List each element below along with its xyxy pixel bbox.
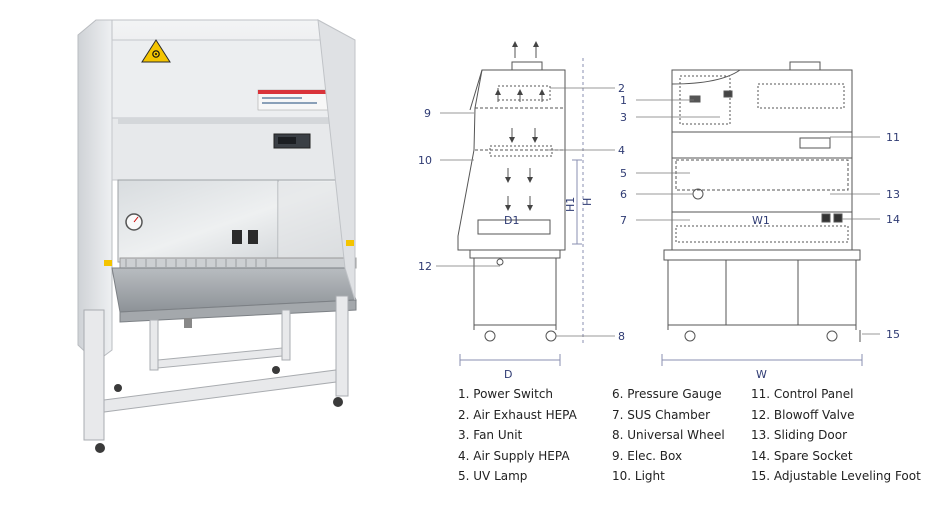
legend-column-1: 1. Power Switch 2. Air Exhaust HEPA 3. F… bbox=[458, 384, 577, 487]
callout-12: 12 bbox=[418, 260, 432, 273]
legend-column-3: 11. Control Panel 12. Blowoff Valve 13. … bbox=[751, 384, 921, 487]
legend-item: 8. Universal Wheel bbox=[612, 428, 725, 443]
callout-6: 6 bbox=[620, 188, 627, 201]
callout-14: 14 bbox=[886, 213, 900, 226]
callout-labels: 9 10 12 2 1 3 4 5 6 7 8 11 13 14 15 bbox=[418, 82, 900, 343]
cabinet-illustration bbox=[77, 19, 357, 453]
callout-4: 4 bbox=[618, 144, 625, 157]
legend-item: 11. Control Panel bbox=[751, 387, 854, 401]
callout-11: 11 bbox=[886, 131, 900, 144]
dim-w: W bbox=[756, 368, 767, 381]
callout-2: 2 bbox=[618, 82, 625, 95]
callout-3: 3 bbox=[620, 111, 627, 124]
control-panel-display bbox=[273, 133, 311, 149]
legend-item: 10. Light bbox=[612, 469, 665, 484]
legend-item: 5. UV Lamp bbox=[458, 469, 528, 484]
biohazard-icon bbox=[141, 39, 171, 63]
dim-d1: D1 bbox=[504, 214, 519, 227]
legend-item: 14. Spare Socket bbox=[751, 448, 853, 463]
dim-w1: W1 bbox=[752, 214, 770, 227]
legend-item: 9. Elec. Box bbox=[612, 448, 683, 463]
callout-5: 5 bbox=[620, 167, 627, 180]
legend-item: 4. Air Supply HEPA bbox=[458, 448, 570, 463]
dimension-labels: D1 D H1 H W1 W bbox=[504, 197, 770, 381]
legend-item: 2. Air Exhaust HEPA bbox=[458, 407, 577, 422]
callout-1: 1 bbox=[620, 94, 627, 107]
side-view-drawing bbox=[436, 41, 615, 366]
callout-7: 7 bbox=[620, 214, 627, 227]
dim-h: H bbox=[581, 198, 594, 206]
legend-item: 3. Fan Unit bbox=[458, 428, 523, 443]
legend-item: 1. Power Switch bbox=[458, 387, 554, 401]
legend-item: 7. SUS Chamber bbox=[612, 407, 711, 422]
dim-h1: H1 bbox=[564, 197, 577, 212]
callout-15: 15 bbox=[886, 328, 900, 341]
front-view-drawing bbox=[636, 61, 880, 366]
callout-9: 9 bbox=[424, 107, 431, 120]
dim-d: D bbox=[504, 368, 512, 381]
legend-item: 12. Blowoff Valve bbox=[751, 407, 855, 422]
callout-13: 13 bbox=[886, 188, 900, 201]
legend-item: 15. Adjustable Leveling Foot bbox=[751, 469, 921, 484]
legend-column-2: 6. Pressure Gauge 7. SUS Chamber 8. Univ… bbox=[612, 384, 725, 487]
legend-item: 13. Sliding Door bbox=[751, 428, 848, 443]
callout-10: 10 bbox=[418, 154, 432, 167]
callout-8: 8 bbox=[618, 330, 625, 343]
pressure-gauge bbox=[125, 213, 143, 231]
legend-item: 6. Pressure Gauge bbox=[612, 387, 722, 401]
